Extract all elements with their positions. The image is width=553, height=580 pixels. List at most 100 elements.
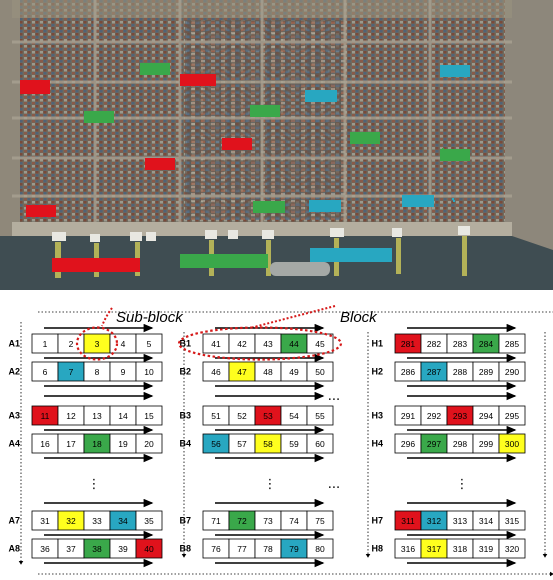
slot-number: 312 xyxy=(427,516,441,526)
aerial-marker-cyan xyxy=(310,248,392,262)
slot-number: 319 xyxy=(479,544,493,554)
aerial-marker-cyan xyxy=(452,198,454,200)
row-label: A2 xyxy=(8,367,20,377)
vertical-ellipsis-b: ⋮ xyxy=(264,477,277,492)
slot-number: 47 xyxy=(237,367,247,377)
slot-number: 45 xyxy=(315,339,325,349)
slot-cell xyxy=(498,361,526,382)
slot-number: 78 xyxy=(263,544,273,554)
slot-number: 49 xyxy=(289,367,299,377)
row-label: B4 xyxy=(179,439,191,449)
slot-cell xyxy=(135,510,163,531)
vertical-ellipsis-h: ⋮ xyxy=(456,477,469,492)
row-label: A7 xyxy=(8,516,20,526)
slot-number: 51 xyxy=(211,411,221,421)
row-label: B2 xyxy=(179,367,191,377)
block-highlight xyxy=(177,326,343,361)
slot-number: 11 xyxy=(41,411,50,421)
slot-number: 317 xyxy=(427,544,441,554)
slot-number: 287 xyxy=(427,367,441,377)
slot-number: 38 xyxy=(92,544,102,554)
slot-number: 4 xyxy=(121,339,126,349)
aerial-marker-cyan xyxy=(440,65,470,77)
row-label: B8 xyxy=(179,544,191,554)
slot-number: 34 xyxy=(118,516,128,526)
terminal-yard xyxy=(0,0,553,290)
aerial-marker-red xyxy=(20,80,50,94)
slot-number: 313 xyxy=(453,516,467,526)
slot-cell xyxy=(135,333,163,354)
slot-cell xyxy=(306,405,334,426)
slot-number: 285 xyxy=(505,339,519,349)
aerial-marker-green xyxy=(350,132,380,144)
slot-cell xyxy=(135,538,163,559)
slot-number: 1 xyxy=(43,339,48,349)
slot-number: 19 xyxy=(118,439,128,449)
slot-number: 59 xyxy=(289,439,299,449)
row-label: H4 xyxy=(371,439,383,449)
aerial-marker-red xyxy=(180,74,216,86)
slot-number: 53 xyxy=(263,411,273,421)
aerial-marker-green xyxy=(253,201,285,213)
slot-number: 314 xyxy=(479,516,493,526)
slot-number: 291 xyxy=(401,411,415,421)
slot-number: 52 xyxy=(237,411,247,421)
slot-number: 315 xyxy=(505,516,519,526)
slot-number: 9 xyxy=(121,367,126,377)
slot-number: 44 xyxy=(289,339,299,349)
slot-number: 37 xyxy=(66,544,76,554)
row-label: A4 xyxy=(8,439,20,449)
aerial-marker-green xyxy=(140,63,170,75)
slot-number: 55 xyxy=(315,411,325,421)
slot-number: 282 xyxy=(427,339,441,349)
aerial-marker-red xyxy=(52,258,140,272)
slot-number: 8 xyxy=(95,367,100,377)
slot-number: 50 xyxy=(315,367,325,377)
aerial-marker-cyan xyxy=(402,195,434,207)
row-label: A3 xyxy=(8,411,20,421)
aerial-marker-green xyxy=(250,105,280,117)
slot-number: 5 xyxy=(147,339,152,349)
highlight-ellipses xyxy=(75,326,343,361)
aerial-marker-green xyxy=(180,254,268,268)
slot-number: 48 xyxy=(263,367,273,377)
slot-number: 71 xyxy=(211,516,221,526)
slot-number: 288 xyxy=(453,367,467,377)
slot-number: 292 xyxy=(427,411,441,421)
slot-cell xyxy=(306,333,334,354)
slot-number: 35 xyxy=(144,516,154,526)
slot-cell xyxy=(306,510,334,531)
slot-number: 293 xyxy=(453,411,467,421)
row-label: H1 xyxy=(371,339,383,349)
row-label: H3 xyxy=(371,411,383,421)
aerial-container-markers xyxy=(20,63,470,272)
vertical-ellipsis-a: ⋮ xyxy=(88,477,101,492)
slot-cell xyxy=(498,433,526,454)
slot-cell xyxy=(498,538,526,559)
dotted-frame xyxy=(18,311,553,577)
slot-cell xyxy=(135,361,163,382)
slot-cell xyxy=(306,433,334,454)
slot-number: 290 xyxy=(505,367,519,377)
slot-cell xyxy=(498,405,526,426)
horizontal-ellipsis-1: ... xyxy=(328,389,340,404)
slot-number: 79 xyxy=(289,544,299,554)
slot-number: 320 xyxy=(505,544,519,554)
slot-number: 32 xyxy=(66,516,76,526)
slot-number: 57 xyxy=(237,439,247,449)
aerial-marker-cyan xyxy=(309,200,341,212)
slot-number: 2 xyxy=(69,339,74,349)
block-callout-line xyxy=(249,305,336,329)
